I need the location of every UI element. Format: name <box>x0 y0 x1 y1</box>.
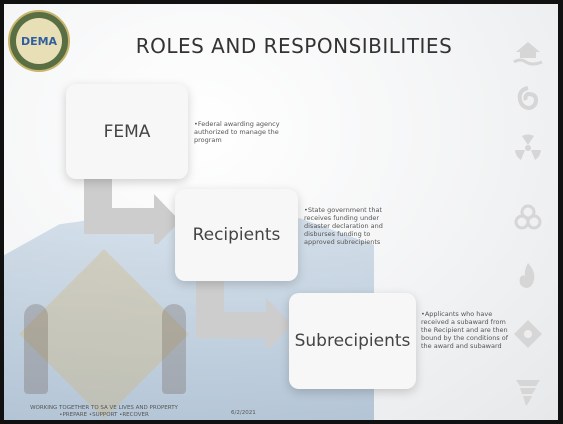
biohazard-icon <box>510 200 546 236</box>
hurricane-icon <box>510 82 546 118</box>
footer-tagline: WORKING TOGETHER TO SA VE LIVES AND PROP… <box>14 405 194 419</box>
logo-seal: DEMA <box>16 18 62 64</box>
radiation-icon <box>510 130 546 166</box>
slide-title: ROLES AND RESPONSIBILITIES <box>135 34 453 58</box>
role-description-subrecipients: •Applicants who have received a subaward… <box>421 310 509 350</box>
arrow-connector-recipients-subrecipients <box>196 276 292 348</box>
dema-logo: DEMA <box>8 10 70 72</box>
footer-date: 6/2/2021 <box>231 410 256 416</box>
slide: DEMA ROLES AND RESPONSIBILITIES FEMA •Fe… <box>4 4 558 420</box>
footer-line-2: •PREPARE •SUPPORT •RECOVER <box>59 412 149 418</box>
flood-icon <box>510 34 546 70</box>
role-box-subrecipients: Subrecipients <box>289 293 416 389</box>
fire-icon <box>510 258 546 294</box>
tornado-icon <box>510 374 546 410</box>
role-label-fema: FEMA <box>103 121 151 142</box>
arrow-connector-fema-recipients <box>84 174 180 244</box>
role-label-recipients: Recipients <box>192 225 281 245</box>
role-description-fema: •Federal awarding agency authorized to m… <box>194 120 280 144</box>
flag-figure-left <box>24 304 48 394</box>
footer-line-1: WORKING TOGETHER TO SA VE LIVES AND PROP… <box>30 405 178 411</box>
role-box-fema: FEMA <box>66 84 188 179</box>
role-description-recipients: •State government that receives funding … <box>304 206 383 246</box>
role-label-subrecipients: Subrecipients <box>294 331 411 351</box>
flag-figure-right <box>162 304 186 394</box>
logo-text: DEMA <box>20 34 58 48</box>
role-box-recipients: Recipients <box>175 189 298 281</box>
hazmat-icon <box>510 316 546 352</box>
